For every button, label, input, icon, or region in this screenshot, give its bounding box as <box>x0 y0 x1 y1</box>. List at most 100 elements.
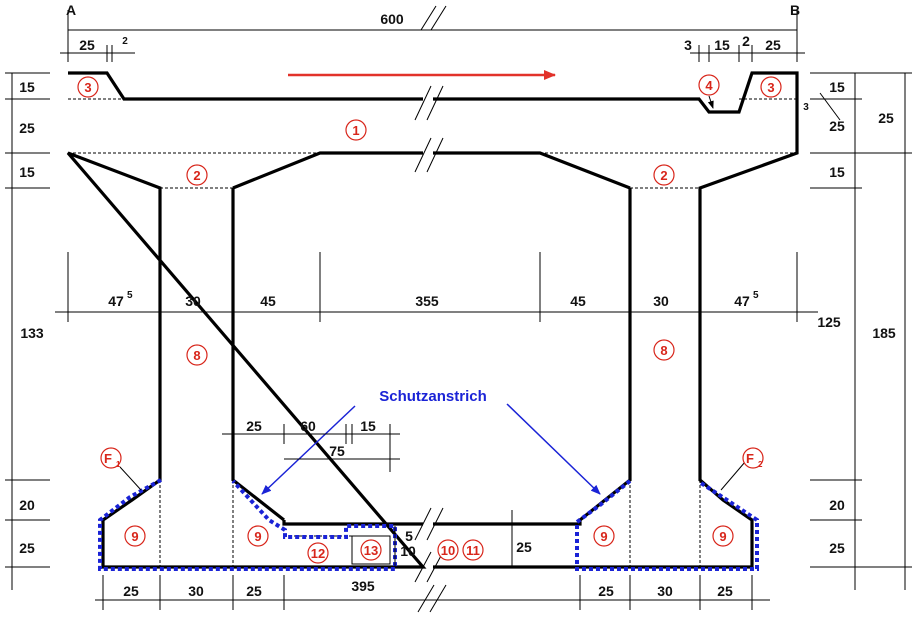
dim-text: 133 <box>20 325 44 341</box>
part-marker-12: 12 <box>307 542 329 564</box>
part-number: 2 <box>660 168 667 183</box>
part-number: 10 <box>441 543 455 558</box>
part-marker-3-left: 3 <box>77 76 99 98</box>
dim-text: 25 <box>765 37 781 53</box>
dim-text: 25 <box>829 118 845 134</box>
part-number: 12 <box>311 546 325 561</box>
break-line <box>426 85 444 121</box>
deck-slab-outline <box>66 71 799 569</box>
dim-text: 15 <box>360 418 376 434</box>
dim-text: 25 <box>598 583 614 599</box>
part-marker-4: 4 <box>698 74 720 96</box>
dim-text: 25 <box>123 583 139 599</box>
dim-superscript: 5 <box>753 290 759 301</box>
dim-text: 30 <box>185 293 201 309</box>
dim-text: 15 <box>19 164 35 180</box>
part-number: 11 <box>466 543 480 558</box>
part-marker-9-a: 9 <box>124 525 146 547</box>
dim-text: 30 <box>657 583 673 599</box>
part-marker-9-b: 9 <box>247 525 269 547</box>
dim-text: 47 <box>108 293 124 309</box>
part-4-leader <box>707 95 714 109</box>
part-marker-2-right: 2 <box>653 164 675 186</box>
part-number: 8 <box>660 343 667 358</box>
dimension-texts: 600 25 2 3 15 2 25 15 25 15 133 20 25 15… <box>19 11 896 599</box>
dim-text: 2 <box>742 33 750 49</box>
dim-text: 125 <box>817 314 841 330</box>
f2-leader <box>720 461 746 491</box>
force-subscript: 2 <box>758 460 763 469</box>
part-number: 3 <box>767 80 774 95</box>
bottom-slab-top <box>282 520 582 526</box>
dim-text: 10 <box>400 543 416 559</box>
dim-text: 25 <box>829 540 845 556</box>
structure-outline <box>66 71 799 569</box>
coating-label: Schutzanstrich <box>379 388 487 405</box>
dim-text: 5 <box>405 528 413 544</box>
dim-text: 30 <box>188 583 204 599</box>
dim-text: 355 <box>415 293 439 309</box>
corner-label-a: A <box>66 2 76 18</box>
dim-text: 60 <box>300 418 316 434</box>
dim-text: 25 <box>246 418 262 434</box>
corner-label-b: B <box>790 2 800 18</box>
part-number: 9 <box>600 529 607 544</box>
break-line <box>414 137 432 173</box>
break-line <box>426 507 444 541</box>
deck-soffit <box>232 151 631 190</box>
part-number: 9 <box>254 529 261 544</box>
break-line <box>426 137 444 173</box>
dim-ext <box>819 92 841 121</box>
dim-text: 25 <box>19 120 35 136</box>
force-label: F <box>104 451 112 466</box>
break-symbols <box>414 5 447 613</box>
part-number: 8 <box>193 348 200 363</box>
dim-text: 15 <box>829 79 845 95</box>
dim-text: 15 <box>714 37 730 53</box>
part-number: 9 <box>131 529 138 544</box>
part-number: 13 <box>364 543 378 558</box>
f1-leader <box>119 466 142 491</box>
dim-text: 20 <box>19 497 35 513</box>
dim-text: 15 <box>19 79 35 95</box>
dim-text: 75 <box>329 443 345 459</box>
coating-pointer-right <box>506 403 601 495</box>
break-line <box>430 5 447 31</box>
coating-pointer-left <box>261 405 356 495</box>
dim-text: 45 <box>570 293 586 309</box>
dimension-lines <box>5 10 912 610</box>
part-marker-9-c: 9 <box>593 525 615 547</box>
coating-left-haunch <box>98 478 397 571</box>
part-number: 1 <box>352 123 359 138</box>
break-line <box>414 507 432 541</box>
dim-text: 25 <box>516 539 532 555</box>
dim-text: 3 <box>684 37 692 53</box>
dim-text: 25 <box>878 110 894 126</box>
part-marker-1: 1 <box>345 119 367 141</box>
part-marker-9-d: 9 <box>712 525 734 547</box>
break-line <box>414 551 432 583</box>
dim-text: 600 <box>380 11 404 27</box>
dim-text: 30 <box>653 293 669 309</box>
part-marker-13: 13 <box>360 539 382 561</box>
dim-text: 25 <box>717 583 733 599</box>
dim-text: 2 <box>122 36 128 47</box>
dim-text: 25 <box>79 37 95 53</box>
right-web-inner <box>579 188 632 522</box>
break-line <box>417 584 435 613</box>
part-dividers <box>68 98 797 567</box>
dim-text: 25 <box>19 540 35 556</box>
part-marker-10: 10 <box>437 539 459 561</box>
part-number: 3 <box>84 80 91 95</box>
detail-box <box>351 535 391 565</box>
coating-right-haunch <box>575 479 759 571</box>
part-marker-3-right: 3 <box>760 76 782 98</box>
break-line <box>414 85 432 121</box>
dim-text: 25 <box>246 583 262 599</box>
break-line <box>429 584 447 613</box>
part-number: 9 <box>719 529 726 544</box>
